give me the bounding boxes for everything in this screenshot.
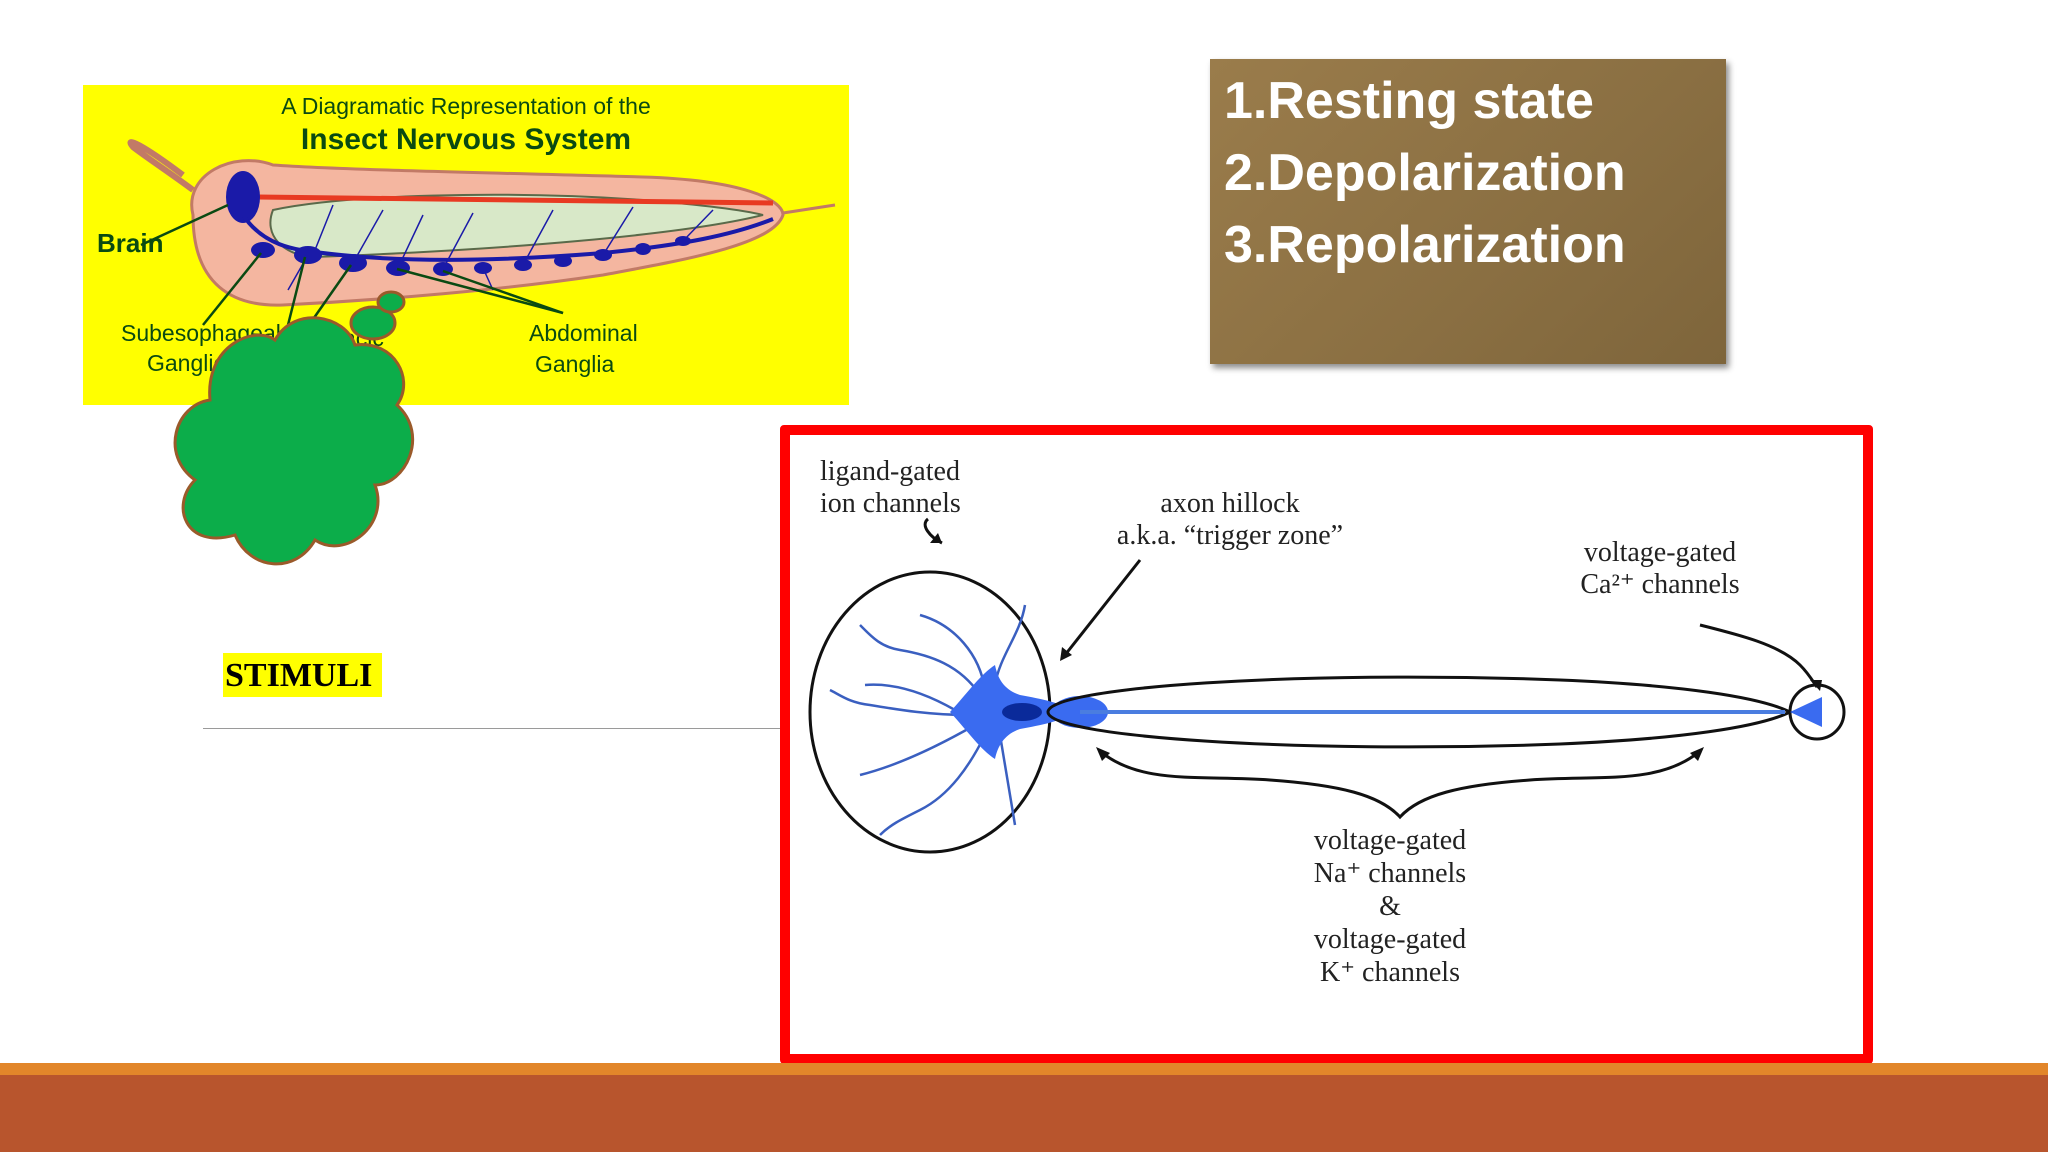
label-na-line5: K⁺ channels [1320,957,1460,988]
label-na-line4: voltage-gated [1313,924,1467,955]
label-axon-line1: axon hillock [1160,488,1300,519]
label-ligand-line1: ligand-gated [820,456,960,487]
label-ca-line2: Ca²⁺ channels [1580,569,1740,600]
label-abdominal: Abdominal [529,320,638,346]
phase-item-repolarization: 3.Repolarization [1224,216,1626,274]
label-na-line3: & [1379,891,1401,922]
insect-diagram-panel: A Diagramatic Representation of the Inse… [83,85,849,405]
label-ca-line1: voltage-gated [1583,537,1737,568]
label-ligand-line2: ion channels [820,488,961,519]
phase-item-resting: 1.Resting state [1224,72,1594,130]
divider-line [203,728,793,729]
label-na-line1: voltage-gated [1313,825,1467,856]
label-brain: Brain [97,228,164,258]
label-na-line2: Na⁺ channels [1313,858,1467,889]
label-ligand-gated: ligand-gated ion channels [820,456,1020,520]
neuron-illustration [808,517,1846,854]
insect-caption-line1: A Diagramatic Representation of the [281,93,651,119]
label-voltage-gated-ca: voltage-gated Ca²⁺ channels [1520,537,1800,601]
footer-accent-stripe [0,1063,2048,1075]
thought-cloud-shape[interactable] [165,285,425,585]
label-axon-hillock: axon hillock a.k.a. “trigger zone” [1060,488,1400,552]
insect-caption-title: Insect Nervous System [300,123,632,156]
label-ganglia: Ganglia [535,351,615,377]
label-axon-line2: a.k.a. “trigger zone” [1116,520,1344,551]
label-voltage-gated-na-k: voltage-gated Na⁺ channels & voltage-gat… [1240,824,1540,989]
stimuli-label: STIMULI [223,653,383,697]
insect-illustration [127,139,836,326]
neuron-diagram-frame[interactable] [780,425,1873,1064]
footer-bar [0,1075,2048,1152]
phase-item-depolarization: 2.Depolarization [1224,144,1626,202]
phases-textbox[interactable]: 1.Resting state 2.Depolarization 3.Repol… [1210,59,1726,364]
